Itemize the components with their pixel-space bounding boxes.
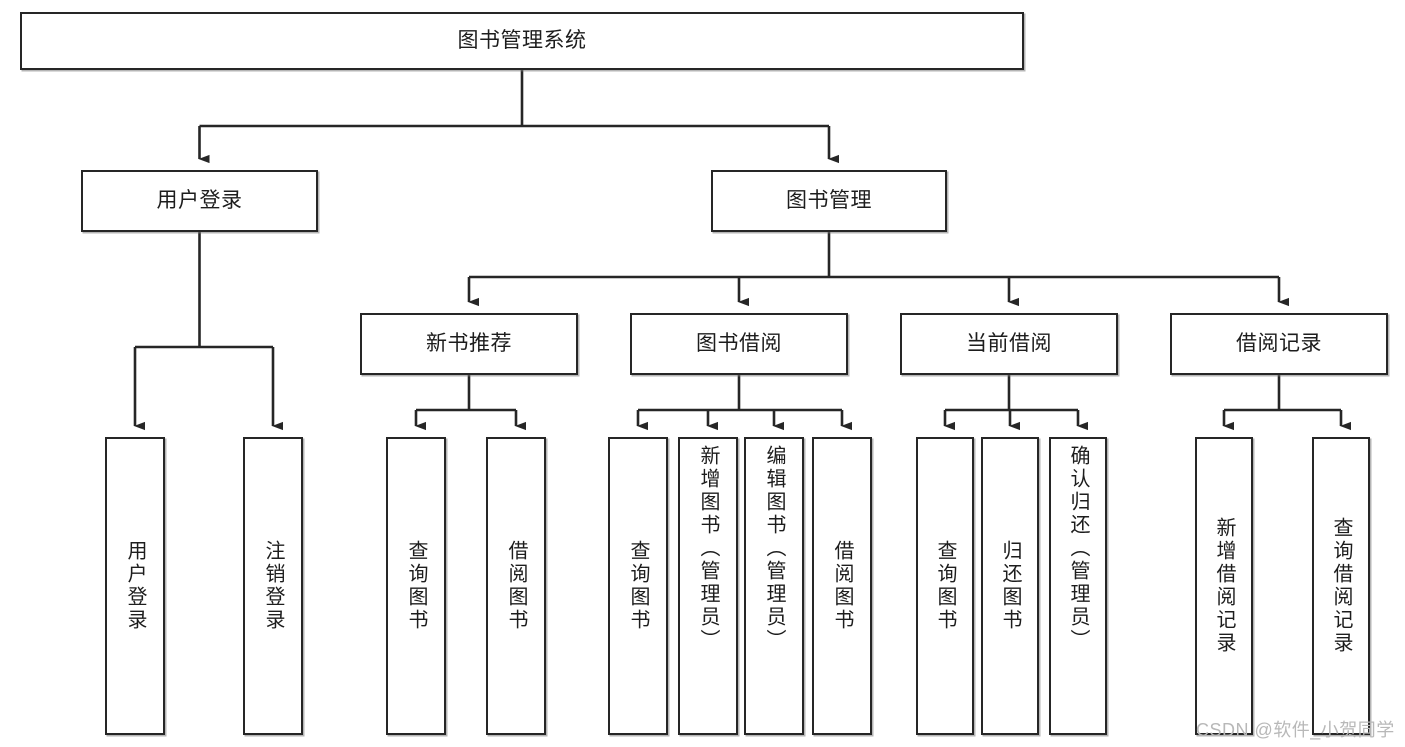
node-label-login: 用户登录 — [156, 188, 243, 212]
node-leaf-login-1[interactable]: 用户登录 — [105, 437, 165, 735]
node-label-root: 图书管理系统 — [457, 28, 587, 52]
node-label-leaf-rec-2: 查询借阅记录 — [1330, 517, 1352, 655]
node-leaf-rec-1[interactable]: 新增借阅记录 — [1195, 437, 1253, 735]
node-label-leaf-cur-3: 确认归还（管理员） — [1067, 445, 1089, 652]
node-label-leaf-borrow-2: 新增图书（管理员） — [697, 445, 719, 652]
node-leaf-new-2[interactable]: 借阅图书 — [486, 437, 546, 735]
node-records[interactable]: 借阅记录 — [1170, 313, 1388, 375]
node-leaf-borrow-1[interactable]: 查询图书 — [608, 437, 668, 735]
node-leaf-cur-3[interactable]: 确认归还（管理员） — [1049, 437, 1107, 735]
node-label-leaf-new-2: 借阅图书 — [505, 540, 527, 632]
node-label-leaf-new-1: 查询图书 — [405, 540, 427, 632]
node-label-leaf-cur-1: 查询图书 — [934, 540, 956, 632]
node-leaf-borrow-2[interactable]: 新增图书（管理员） — [678, 437, 738, 735]
node-leaf-cur-2[interactable]: 归还图书 — [981, 437, 1039, 735]
node-borrow[interactable]: 图书借阅 — [630, 313, 848, 375]
node-leaf-borrow-3[interactable]: 编辑图书（管理员） — [744, 437, 804, 735]
node-leaf-cur-1[interactable]: 查询图书 — [916, 437, 974, 735]
node-label-leaf-cur-2: 归还图书 — [999, 540, 1021, 632]
node-newbook[interactable]: 新书推荐 — [360, 313, 578, 375]
node-label-current: 当前借阅 — [966, 331, 1052, 355]
node-leaf-rec-2[interactable]: 查询借阅记录 — [1312, 437, 1370, 735]
csdn-watermark: CSDN @软件_小贺同学 — [1196, 720, 1395, 740]
node-leaf-borrow-4[interactable]: 借阅图书 — [812, 437, 872, 735]
node-label-leaf-login-2: 注销登录 — [262, 540, 284, 632]
node-leaf-login-2[interactable]: 注销登录 — [243, 437, 303, 735]
node-label-newbook: 新书推荐 — [426, 331, 512, 355]
node-bookmgmt[interactable]: 图书管理 — [711, 170, 947, 232]
node-label-leaf-rec-1: 新增借阅记录 — [1213, 517, 1235, 655]
node-label-records: 借阅记录 — [1236, 331, 1322, 355]
node-root[interactable]: 图书管理系统 — [20, 12, 1024, 70]
node-label-borrow: 图书借阅 — [696, 331, 782, 355]
node-label-bookmgmt: 图书管理 — [786, 188, 872, 212]
node-label-leaf-borrow-1: 查询图书 — [627, 540, 649, 632]
node-label-leaf-borrow-3: 编辑图书（管理员） — [763, 445, 785, 652]
node-label-leaf-login-1: 用户登录 — [124, 540, 146, 632]
node-label-leaf-borrow-4: 借阅图书 — [831, 540, 853, 632]
node-current[interactable]: 当前借阅 — [900, 313, 1118, 375]
node-leaf-new-1[interactable]: 查询图书 — [386, 437, 446, 735]
node-login[interactable]: 用户登录 — [81, 170, 318, 232]
